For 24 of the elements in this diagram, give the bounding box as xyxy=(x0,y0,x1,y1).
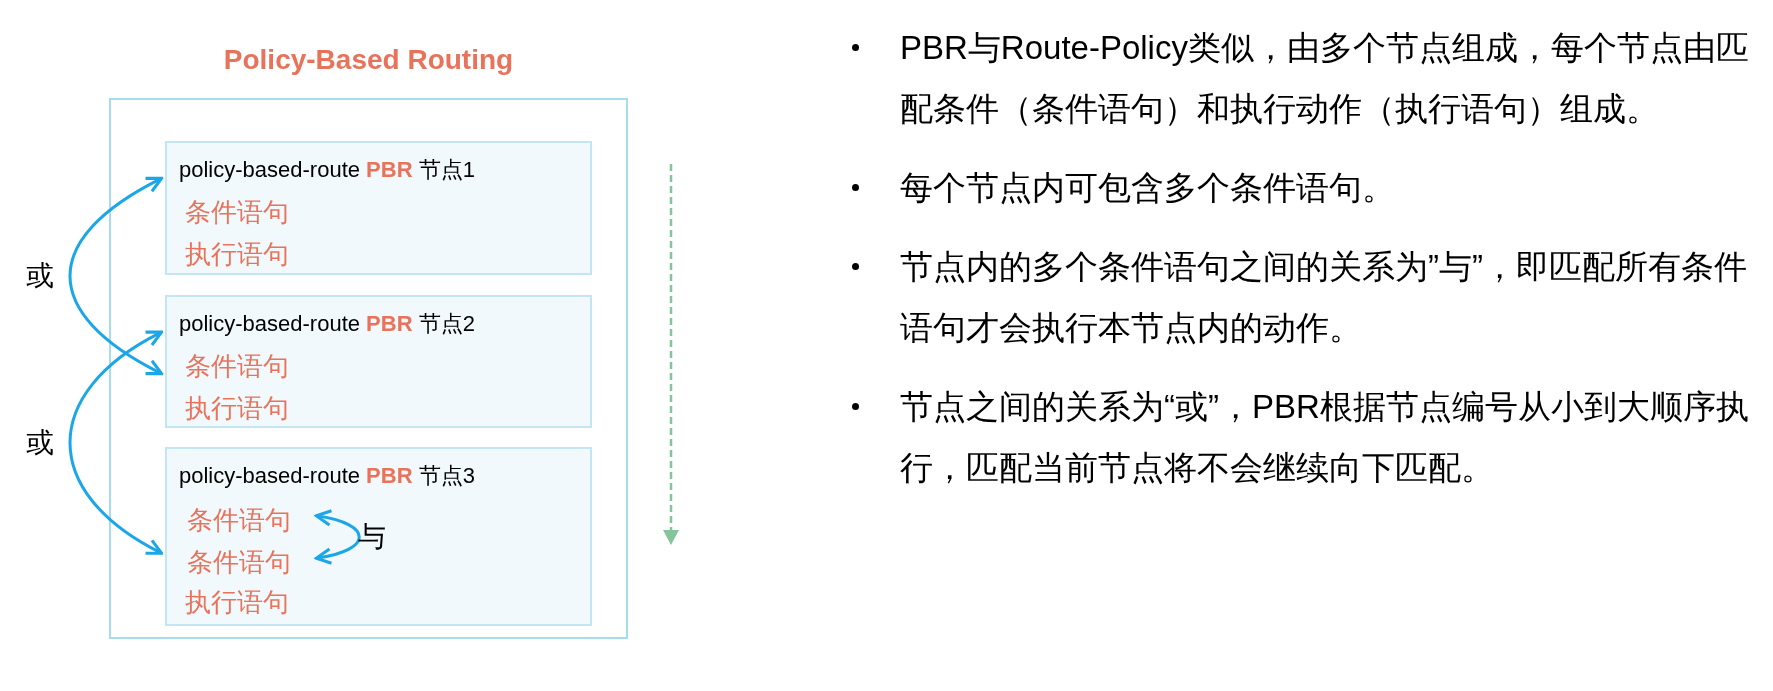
curved-double-arrow xyxy=(68,176,164,376)
condition-statement: 条件语句 xyxy=(187,504,291,537)
frame-title: Policy-Based Routing xyxy=(222,43,515,77)
policy-node-box xyxy=(165,141,592,275)
edge-label: 与 xyxy=(358,520,386,554)
action-statement: 执行语句 xyxy=(185,392,289,425)
bullet-text: PBR与Route-Policy类似，由多个节点组成，每个节点由匹配条件（条件语句）和执行动作（执行语句）组成。 xyxy=(900,28,1750,129)
action-statement: 执行语句 xyxy=(185,238,289,271)
edge-label: 或 xyxy=(26,425,54,460)
bullet-text: 节点内的多个条件语句之间的关系为”与”，即匹配所有条件语句才会执行本节点内的动作。 xyxy=(900,247,1748,348)
edge-label: 或 xyxy=(26,259,54,293)
curved-double-arrow xyxy=(68,330,164,555)
bullet-text: 每个节点内可包含多个条件语句。 xyxy=(900,168,1396,208)
curved-double-arrow xyxy=(314,509,361,565)
action-statement: 执行语句 xyxy=(185,586,289,619)
condition-statement: 条件语句 xyxy=(187,546,291,579)
bullet-text: 节点之间的关系为“或”，PBR根据节点编号从小到大顺序执行，匹配当前节点将不会继续向下匹配。 xyxy=(900,387,1750,488)
condition-statement: 条件语句 xyxy=(185,350,289,383)
node-heading: policy-based-route PBR 节点1 xyxy=(179,156,475,184)
policy-node-box xyxy=(165,295,592,428)
policy-node-box xyxy=(165,447,592,626)
node-heading: policy-based-route PBR 节点2 xyxy=(179,310,475,338)
node-heading: policy-based-route PBR 节点3 xyxy=(179,462,475,490)
condition-statement: 条件语句 xyxy=(185,196,289,229)
